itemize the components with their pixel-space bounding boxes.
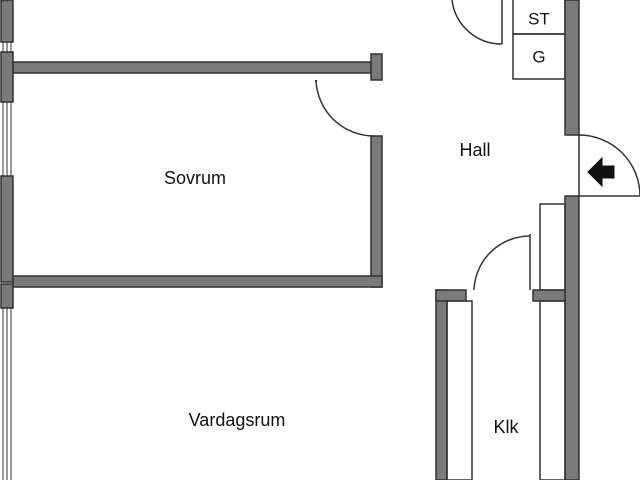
entrance-door [578,134,640,197]
closet-g-label: G [532,47,545,66]
wall-segment [0,0,14,43]
room-label-hall: Hall [459,140,490,160]
window [2,42,12,52]
wall-segment [0,283,14,309]
klk-door [473,234,531,291]
klk-top-wall-left [435,289,467,302]
hall-top-door [451,0,503,45]
sovrum-right-wall [370,135,383,288]
room-label-sovrum: Sovrum [164,168,226,188]
klk-top-wall-right [532,289,566,302]
closet-st-label: ST [528,9,550,28]
closet-st: ST [512,0,566,35]
sovrum-bottom-wall [12,275,383,288]
wall-segment [0,175,14,283]
window [2,0,8,2]
sovrum-top-wall [12,61,372,74]
right-exterior-wall-lower [564,195,580,480]
klk-left-wall [435,289,448,480]
room-label-klk: Klk [493,417,519,437]
right-exterior-wall-upper [564,0,580,136]
wall-end-post [370,53,383,81]
wall-segment [0,51,14,103]
sovrum-door [315,79,375,137]
arrow-left-icon [587,156,615,188]
kitchen-counter [446,300,566,480]
window [2,102,12,176]
window [2,308,12,480]
closet-g: G [512,33,566,80]
hall-cabinet [539,203,566,291]
room-label-vardagsrum: Vardagsrum [189,410,286,430]
